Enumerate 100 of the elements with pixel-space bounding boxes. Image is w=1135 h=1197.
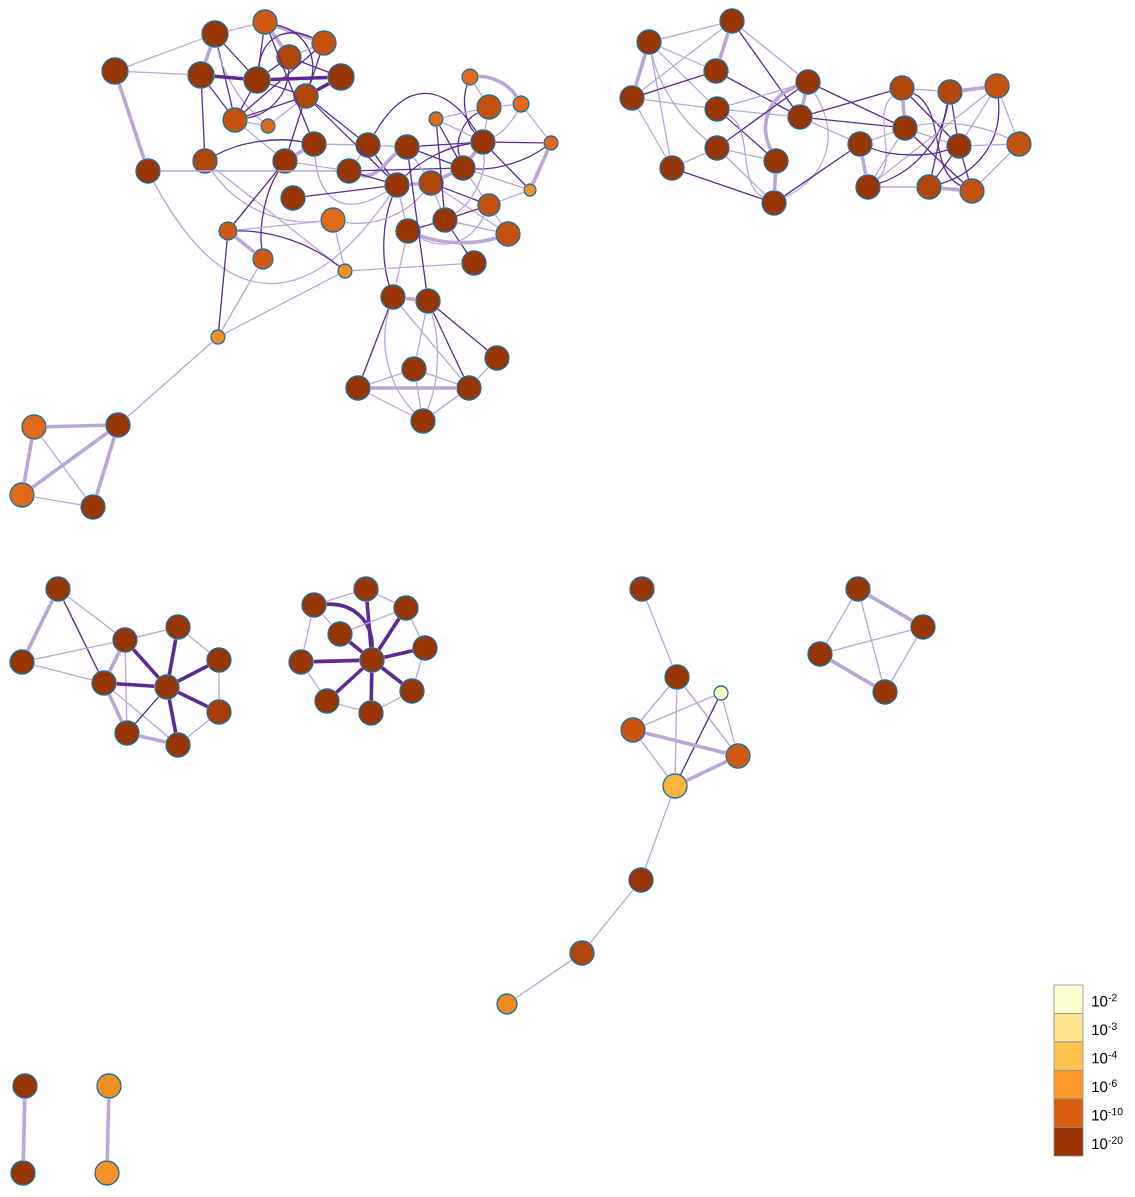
edge-line <box>436 125 445 209</box>
edge-line <box>380 145 395 147</box>
edge-line <box>160 170 337 172</box>
edge-line <box>270 31 284 48</box>
edge-line <box>418 214 485 245</box>
edge-line <box>381 696 402 708</box>
circle-node <box>937 79 963 105</box>
edge-line <box>860 156 868 175</box>
edge-line <box>738 30 794 108</box>
edge-line <box>361 167 451 172</box>
edge-line <box>216 46 263 122</box>
edge-line <box>643 98 706 109</box>
legend-label: 10$^{-4}$ <box>1092 1050 1117 1064</box>
edge-line <box>405 296 416 302</box>
edge-line <box>370 386 457 390</box>
edge-line <box>910 96 951 138</box>
edge-line <box>971 143 1007 147</box>
edge-line <box>234 235 256 254</box>
edge-line <box>830 658 875 688</box>
circle-node <box>461 68 479 86</box>
circle-node <box>569 940 595 966</box>
edge-line <box>227 24 254 32</box>
edge-line <box>116 682 155 688</box>
edge-line <box>741 28 799 75</box>
edge-line <box>326 143 356 146</box>
circle-node <box>415 288 441 314</box>
edge-line <box>515 959 573 999</box>
edge-line <box>33 664 93 681</box>
edge-line <box>728 150 765 159</box>
edge-line <box>432 311 465 378</box>
edge-line <box>644 797 672 869</box>
edge-line <box>236 220 322 231</box>
edge-line <box>46 423 106 429</box>
circle-node <box>795 69 821 95</box>
edge-line <box>415 312 427 358</box>
edge-line <box>295 148 304 157</box>
edge-line <box>951 103 958 135</box>
edge-line <box>368 393 413 416</box>
circle-node <box>358 700 384 726</box>
edge-line <box>117 83 146 160</box>
edge-line <box>127 38 203 67</box>
edge-line <box>916 122 1009 139</box>
circle-node <box>101 57 129 85</box>
edge-line <box>643 74 705 95</box>
edge-line <box>233 170 278 225</box>
circle-node <box>243 66 271 94</box>
edge-line <box>409 181 419 187</box>
circle-node <box>165 732 191 758</box>
circle-node <box>252 248 274 270</box>
edge-line <box>818 86 895 124</box>
circle-node <box>94 1160 120 1186</box>
edge-line <box>258 33 264 68</box>
edge-line <box>500 104 514 107</box>
edge-line <box>871 131 894 141</box>
legend-label: 10$^{-3}$ <box>1092 1022 1117 1036</box>
circle-node <box>311 30 337 56</box>
edge-line <box>218 672 220 700</box>
edge-line <box>374 154 391 176</box>
edge-line <box>94 436 117 496</box>
edge-line <box>877 95 893 180</box>
legend-label: 10$^{-6}$ <box>1092 1079 1117 1093</box>
edge-line <box>335 667 364 694</box>
edge-line <box>136 629 167 638</box>
edge-line <box>208 85 228 111</box>
edge-line <box>474 146 546 170</box>
circle-node <box>345 375 371 401</box>
edge-line <box>383 196 393 286</box>
edge-line <box>25 599 55 652</box>
edge-line <box>360 152 398 178</box>
edge-line <box>683 171 763 200</box>
circle-node <box>353 576 379 602</box>
edge-line <box>221 267 259 332</box>
edge-line <box>641 28 723 91</box>
edge-line <box>660 23 721 40</box>
edge-line <box>31 431 109 489</box>
circle-node <box>91 670 117 696</box>
edge-line <box>132 648 160 679</box>
edge-line <box>879 103 949 184</box>
edge-line <box>355 154 362 162</box>
circle-node <box>476 94 502 120</box>
edge-line <box>300 47 313 53</box>
edge-line <box>408 158 427 290</box>
circle-node <box>432 207 458 233</box>
edge-line <box>589 889 634 944</box>
edge-line <box>218 239 228 331</box>
edge-line <box>105 1098 111 1161</box>
edge-line <box>961 157 970 180</box>
edge-line <box>931 103 948 176</box>
edge-line <box>240 91 252 110</box>
edge-line <box>22 439 34 483</box>
edge-line <box>187 634 210 653</box>
edge-line <box>650 53 671 157</box>
edge-line <box>244 127 276 154</box>
edge-line <box>113 690 169 738</box>
edge-line <box>410 618 421 638</box>
edge-line <box>890 637 918 682</box>
edge-line <box>335 231 344 265</box>
edge-line <box>442 109 478 118</box>
edge-line <box>124 652 128 721</box>
circle-node <box>301 131 327 157</box>
